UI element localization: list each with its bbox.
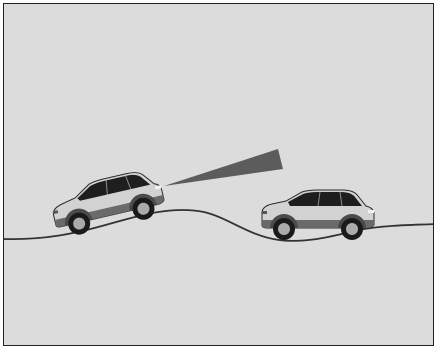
car-in-dip-icon xyxy=(262,190,374,240)
car-climbing-icon xyxy=(48,167,167,240)
illustration-canvas xyxy=(4,4,434,346)
illustration-frame xyxy=(3,3,434,346)
sensor-beam-icon xyxy=(164,149,283,186)
